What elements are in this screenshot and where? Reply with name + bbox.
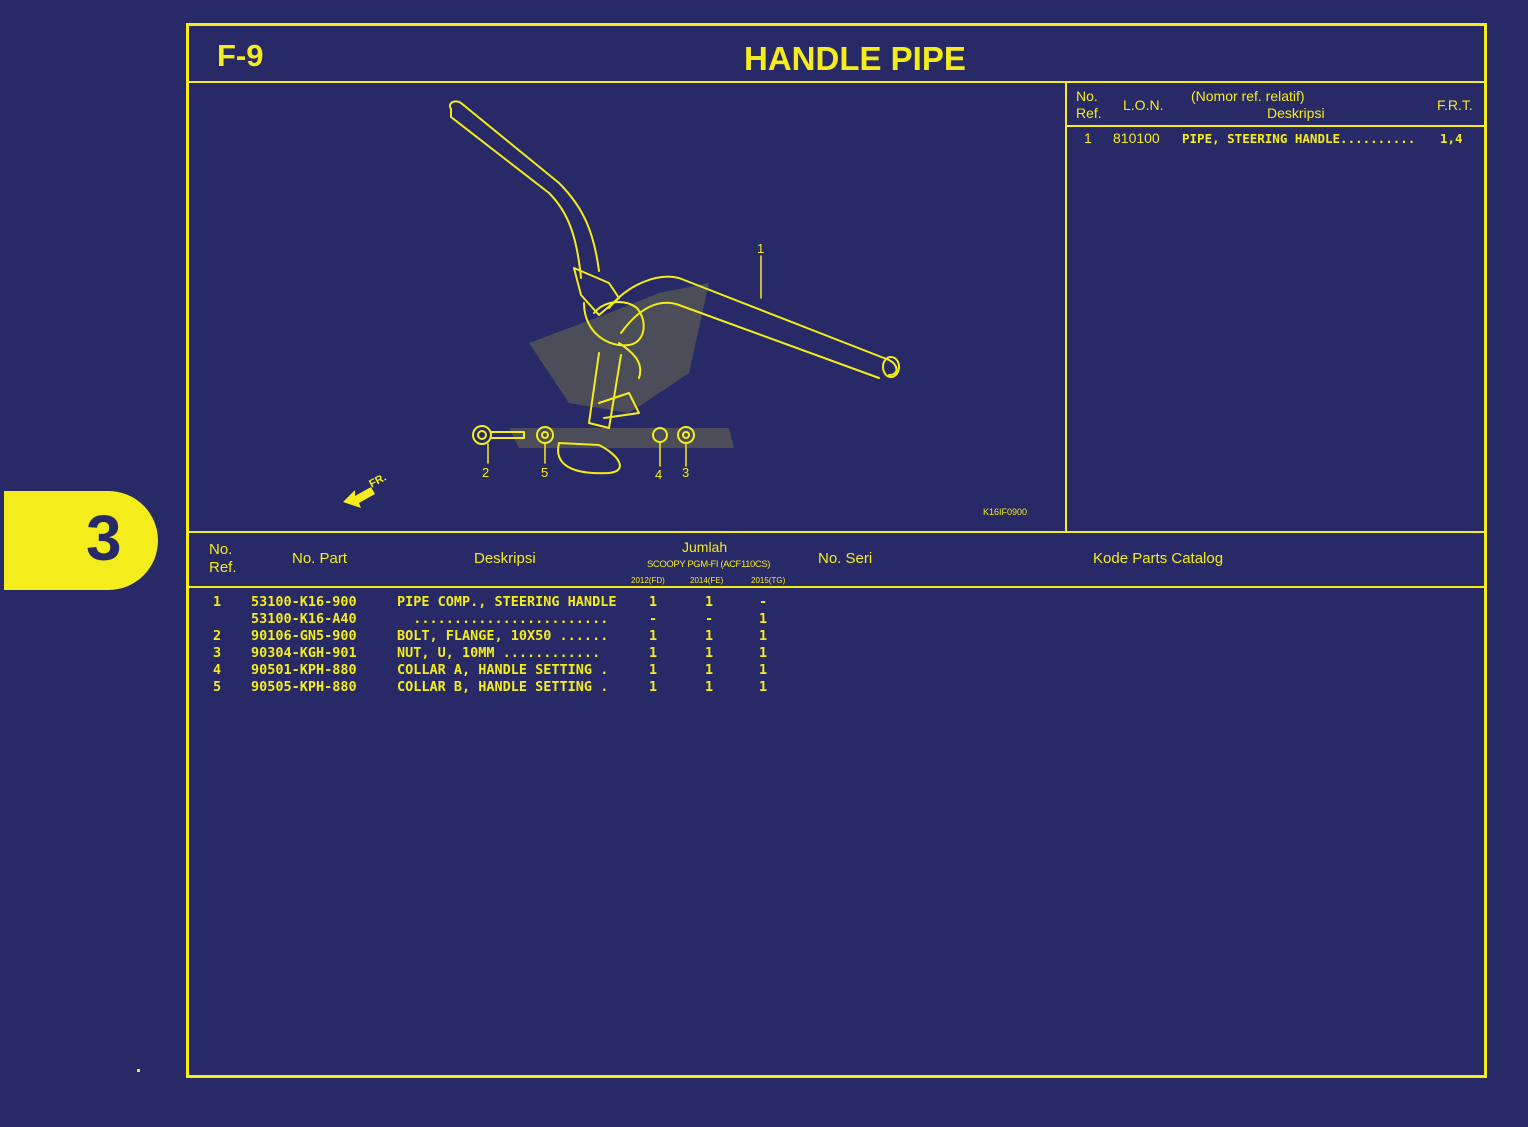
section-tab: 3 [4, 491, 158, 590]
callout-1: 1 [757, 241, 765, 256]
ref-row-frt: 1,4 [1440, 131, 1463, 146]
divider [189, 81, 1484, 83]
callout-5: 5 [541, 465, 549, 480]
callout-2: 2 [482, 465, 490, 480]
exploded-diagram: 1 2 5 4 3 FR. [189, 83, 1065, 531]
header-model: SCOOPY PGM-FI (ACF110CS) [647, 559, 771, 570]
divider [1067, 125, 1484, 127]
header-catalog: Kode Parts Catalog [1093, 550, 1224, 567]
header-no-ref: No. Ref. [1076, 88, 1102, 121]
header-frt: F.R.T. [1437, 97, 1473, 113]
header-desc: Deskripsi [1267, 105, 1325, 121]
figure-code: F-9 [217, 38, 264, 73]
header-serial: No. Seri [818, 550, 873, 567]
header-no-part: No. Part [292, 550, 348, 567]
header-qty: Jumlah [682, 539, 728, 555]
callout-3: 3 [682, 465, 690, 480]
divider [1065, 83, 1067, 531]
divider [189, 531, 1484, 533]
header-no-ref: No. Ref. [209, 541, 237, 576]
parts-sheet: F-9 HANDLE PIPE [186, 23, 1487, 1078]
header-desc-sub: (Nomor ref. relatif) [1191, 88, 1305, 104]
header-year-2014: 2014(FE) [690, 576, 724, 585]
page-title: HANDLE PIPE [744, 40, 966, 77]
diagram-code: K16IF0900 [983, 507, 1028, 517]
section-tab-label: 3 [86, 502, 122, 574]
header-lon: L.O.N. [1123, 97, 1164, 113]
ref-row-desc: PIPE, STEERING HANDLE.......... [1182, 131, 1416, 146]
front-arrow-icon [343, 487, 375, 508]
divider [189, 586, 1484, 588]
header-desc: Deskripsi [474, 550, 536, 567]
header-year-2012: 2012(FD) [631, 576, 665, 585]
ref-row-no: 1 [1084, 130, 1092, 146]
callout-4: 4 [655, 467, 663, 482]
ref-row-lon: 810100 [1113, 130, 1160, 146]
handle-pipe-illustration [343, 100, 900, 508]
header-year-2015: 2015(TG) [751, 576, 786, 585]
decorative-dot [137, 1069, 140, 1072]
